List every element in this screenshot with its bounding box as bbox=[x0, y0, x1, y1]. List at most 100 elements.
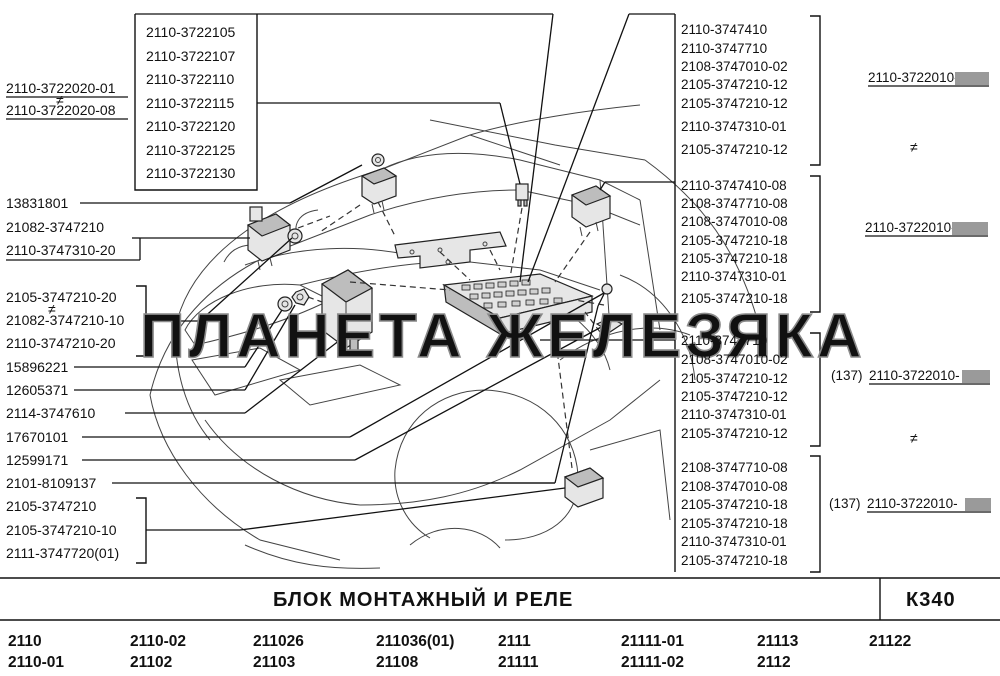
model: 21103 bbox=[253, 654, 296, 671]
fuse-list: 2110-3722105 2110-3722107 2110-3722110 2… bbox=[146, 24, 235, 181]
fuse-item: 2110-3722120 bbox=[146, 118, 235, 134]
relay-item: 2105-3747210-18 bbox=[681, 291, 788, 306]
relay-item: 2110-3747410-08 bbox=[681, 178, 787, 193]
washer-mid bbox=[277, 296, 293, 312]
model: 21108 bbox=[376, 654, 419, 671]
model: 2110 bbox=[8, 633, 42, 650]
model: 2112 bbox=[757, 654, 791, 671]
model: 21113 bbox=[757, 633, 799, 650]
relay-item: 2105-3747210-12 bbox=[681, 96, 788, 111]
fuse-top bbox=[515, 183, 529, 207]
nut-mid bbox=[291, 288, 310, 306]
page-title: БЛОК МОНТАЖНЫЙ И РЕЛЕ bbox=[273, 587, 573, 611]
dashed-lines bbox=[297, 201, 605, 469]
fuse-item: 2110-3722105 bbox=[146, 24, 235, 40]
model: 21102 bbox=[130, 654, 172, 671]
relay-group-3: 2110-3747710 2108-3747010-02 2105-374721… bbox=[681, 333, 788, 441]
label-17670101: 17670101 bbox=[6, 429, 69, 445]
label-12605371: 12605371 bbox=[6, 382, 69, 398]
relay-group-4: 2108-3747710-08 2108-3747010-08 2105-374… bbox=[681, 460, 788, 568]
right-ref: 2110-3722010- bbox=[868, 70, 959, 85]
model: 21111-01 bbox=[621, 633, 684, 650]
leader-lines bbox=[74, 13, 675, 531]
relay-item: 2108-3747010-02 bbox=[681, 59, 788, 74]
model: 21111 bbox=[498, 654, 539, 671]
relay-right-top bbox=[570, 185, 612, 237]
label-2110-3747310-20: 2110-3747310-20 bbox=[6, 242, 116, 258]
label-21082-3747210: 21082-3747210 bbox=[6, 219, 104, 235]
relay-bottom bbox=[563, 467, 605, 508]
not-equal-right: ≠ bbox=[910, 139, 918, 155]
relay-item: 2105-3747210-12 bbox=[681, 371, 788, 386]
label-2101-8109137: 2101-8109137 bbox=[6, 475, 97, 491]
relay-item: 2108-3747010-08 bbox=[681, 214, 788, 229]
fuse-item: 2110-3722110 bbox=[146, 71, 234, 87]
relay-item: 2105-3747210-12 bbox=[681, 426, 788, 441]
redacted-mark bbox=[952, 222, 988, 235]
fuse-item: 2110-3722130 bbox=[146, 165, 235, 181]
label-2111-3747720: 2111-3747720(01) bbox=[6, 545, 119, 561]
relay-group-1: 2110-3747410 2110-3747710 2108-3747010-0… bbox=[681, 22, 788, 157]
model: 21111-02 bbox=[621, 654, 684, 671]
right-ref-prefix: (137) bbox=[829, 496, 861, 511]
right-ref: 2110-3722010- bbox=[867, 496, 958, 511]
relay-group-2: 2110-3747410-08 2108-3747710-08 2108-374… bbox=[681, 178, 788, 306]
relay-item: 2105-3747210-12 bbox=[681, 389, 788, 404]
relay-item: 2105-3747210-18 bbox=[681, 233, 788, 248]
not-equal-right: ≠ bbox=[910, 430, 918, 446]
relay-item: 2105-3747210-18 bbox=[681, 516, 788, 531]
not-equal-left: ≠ bbox=[56, 92, 64, 108]
redacted-mark bbox=[962, 370, 990, 383]
left-brackets bbox=[136, 285, 156, 564]
control-module bbox=[320, 269, 374, 353]
relay-item: 2105-3747210-18 bbox=[681, 251, 788, 266]
label-alt-b: 2110-3722020-08 bbox=[6, 102, 116, 118]
page-code: К340 bbox=[906, 589, 956, 611]
right-ref: 2110-3722010- bbox=[869, 368, 960, 383]
relay-item: 2108-3747010-08 bbox=[681, 479, 788, 494]
label-2110-3747210-20: 2110-3747210-20 bbox=[6, 335, 116, 351]
fuse-block bbox=[442, 273, 594, 336]
relay-item: 2105-3747210-12 bbox=[681, 77, 788, 92]
relay-item: 2110-3747710 bbox=[681, 41, 767, 56]
right-ref: 2110-3722010- bbox=[865, 220, 956, 235]
relay-item: 2110-3747410 bbox=[681, 22, 767, 37]
relay-item: 2105-3747210-12 bbox=[681, 142, 788, 157]
relay-item: 2110-3747310-01 bbox=[681, 407, 787, 422]
right-references: 2110-3722010- ≠ 2110-3722010- (137) 2110… bbox=[829, 70, 991, 513]
not-equal-mid: ≠ bbox=[48, 301, 56, 317]
relay-item: 2108-3747710-08 bbox=[681, 460, 788, 475]
relay-item: 2108-3747010-02 bbox=[681, 352, 788, 367]
redacted-mark bbox=[965, 498, 991, 511]
watermark: ПЛАНЕТА ЖЕЛЕЗЯКА bbox=[140, 302, 866, 371]
nut-top bbox=[371, 153, 385, 167]
relay-top bbox=[360, 167, 398, 214]
right-brackets bbox=[674, 14, 821, 573]
label-21082-3747210-10: 21082-3747210-10 bbox=[6, 312, 125, 328]
right-ref-prefix: (137) bbox=[831, 368, 863, 383]
redacted-mark bbox=[955, 72, 989, 85]
screw bbox=[595, 313, 624, 333]
relay-item: 2110-3747310-01 bbox=[681, 534, 787, 549]
label-12599171: 12599171 bbox=[6, 452, 69, 468]
fuse-item: 2110-3722115 bbox=[146, 95, 234, 111]
model: 2111 bbox=[498, 633, 531, 650]
label-13831801: 13831801 bbox=[6, 195, 69, 211]
relay-item: 2108-3747710-08 bbox=[681, 196, 788, 211]
model: 2110-02 bbox=[130, 633, 186, 650]
relay-item: 2110-3747710 bbox=[681, 333, 767, 348]
relay-item: 2110-3747310-01 bbox=[681, 119, 787, 134]
label-2105-3747210-20: 2105-3747210-20 bbox=[6, 289, 117, 305]
model: 211026 bbox=[253, 633, 304, 650]
label-15896221: 15896221 bbox=[6, 359, 69, 375]
label-2105-3747210: 2105-3747210 bbox=[6, 498, 97, 514]
model: 211036(01) bbox=[376, 633, 454, 650]
relay-left bbox=[246, 206, 292, 271]
model-list: 2110 2110-01 2110-02 21102 211026 21103 … bbox=[8, 633, 911, 671]
title-bar: БЛОК МОНТАЖНЫЙ И РЕЛЕ К340 bbox=[0, 577, 1000, 621]
relay-item: 2110-3747310-01 bbox=[681, 269, 787, 284]
fuse-list-box bbox=[134, 14, 258, 191]
label-2105-3747210-10: 2105-3747210-10 bbox=[6, 522, 117, 538]
left-labels: 2110-3722020-01 ≠ 2110-3722020-08 138318… bbox=[6, 80, 141, 561]
